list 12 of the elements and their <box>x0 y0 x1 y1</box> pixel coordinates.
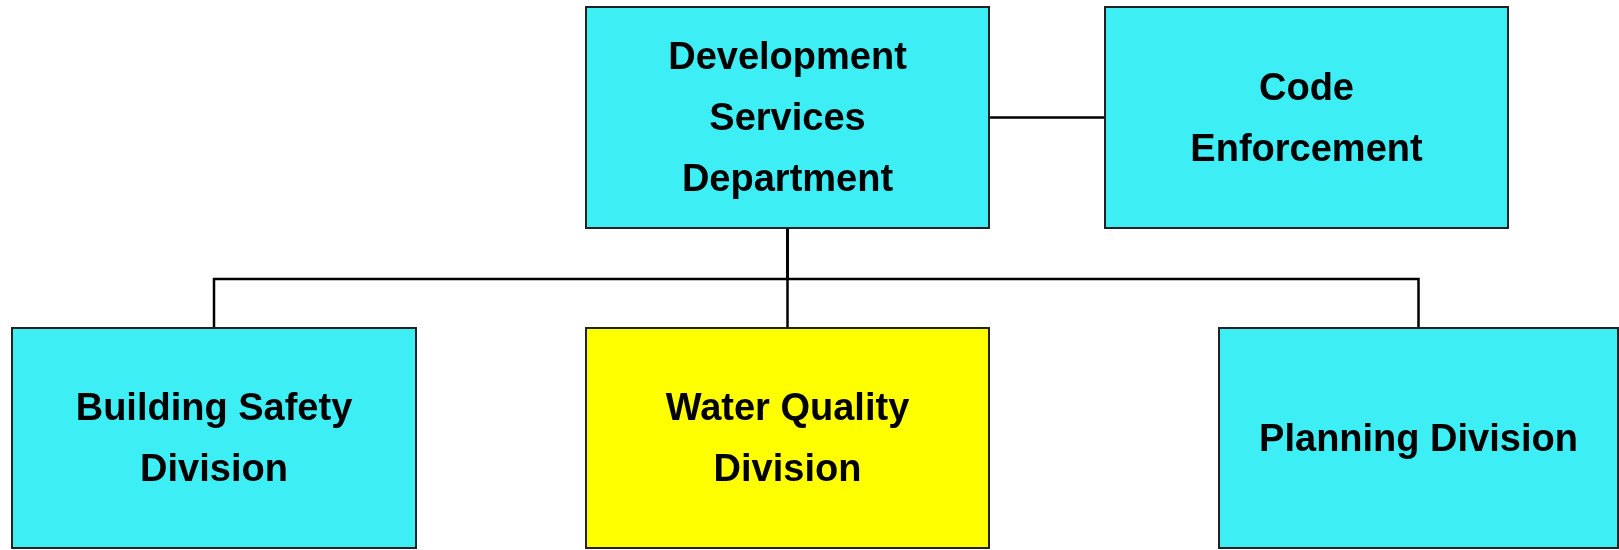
org-box <box>585 6 990 229</box>
org-box <box>1104 6 1509 229</box>
connector-line <box>786 229 1420 327</box>
connector-line <box>990 116 1104 119</box>
box-label: Building Safety Division <box>74 385 354 491</box>
box-label: Code Enforcement <box>1189 64 1424 171</box>
box-label: Water Quality Division <box>664 385 911 491</box>
org-box <box>585 327 990 549</box>
box-label: Planning Division <box>1259 415 1578 461</box>
box-label: Development Services Department <box>667 34 908 201</box>
org-box <box>11 327 417 549</box>
org-box <box>1218 327 1619 549</box>
